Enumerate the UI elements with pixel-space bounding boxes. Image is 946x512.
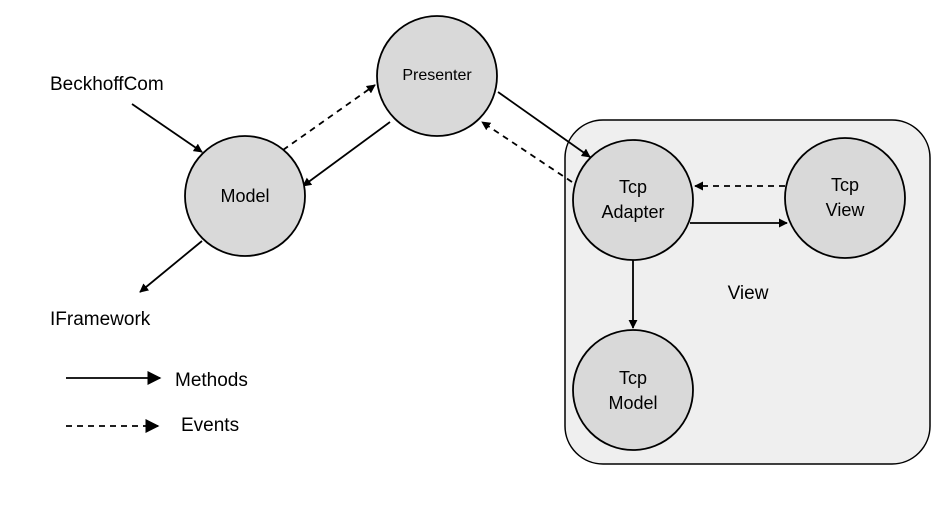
edge-presenter-to-tcp-adapter (497, 91, 591, 158)
node-presenter-label: Presenter (402, 67, 472, 84)
node-tcp-adapter: Tcp Adapter (572, 139, 694, 261)
edge-model-to-presenter-event (282, 84, 376, 151)
node-tcp-model: Tcp Model (572, 329, 694, 451)
legend: Methods Events (66, 370, 248, 436)
legend-methods-label: Methods (175, 370, 248, 391)
node-tcp-view-line1: Tcp (831, 175, 859, 195)
external-iframework-label: IFramework (50, 309, 151, 330)
edge-model-to-iframework (139, 240, 203, 293)
node-model: Model (184, 135, 306, 257)
external-beckhoffcom-label: BeckhoffCom (50, 74, 164, 95)
edge-presenter-to-model (302, 121, 391, 187)
edge-beckhoffcom-to-model (131, 103, 203, 153)
legend-events-label: Events (181, 415, 239, 436)
node-tcp-adapter-line2: Adapter (601, 202, 664, 222)
node-model-label: Model (220, 186, 269, 206)
node-tcp-view: Tcp View (784, 137, 906, 259)
node-tcp-model-line2: Model (608, 393, 657, 413)
node-tcp-adapter-line1: Tcp (619, 177, 647, 197)
node-tcp-view-line2: View (826, 200, 866, 220)
edge-tcp-adapter-to-presenter-event (481, 121, 573, 183)
view-group-label: View (728, 283, 769, 304)
node-tcp-model-line1: Tcp (619, 368, 647, 388)
node-presenter: Presenter (376, 15, 498, 137)
